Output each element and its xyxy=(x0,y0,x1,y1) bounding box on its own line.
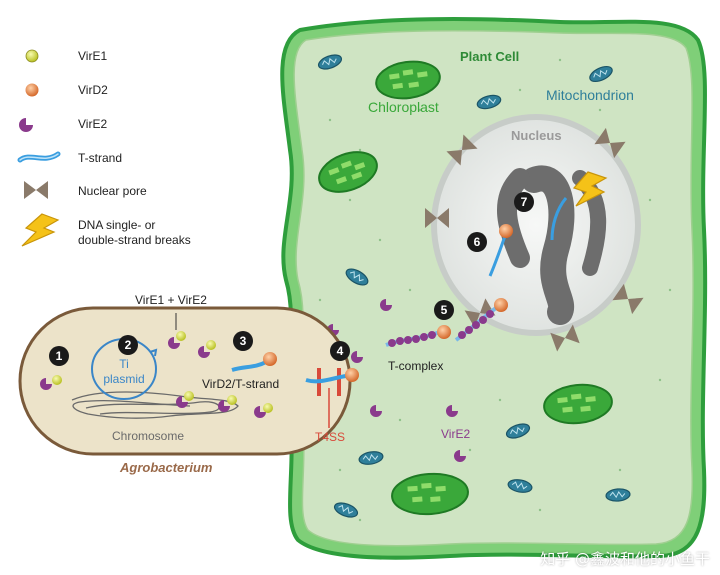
t-complex-label: T-complex xyxy=(388,359,443,373)
lightning-icon xyxy=(572,171,608,207)
legend-label-nuclear-pore: Nuclear pore xyxy=(78,184,147,198)
t-strand-icon-core xyxy=(19,153,59,161)
agrobacterium-label: Agrobacterium xyxy=(119,460,213,475)
chloroplast xyxy=(318,151,378,193)
vire1-vire2-complexes xyxy=(40,313,273,418)
legend-label-dna-breaks-line2: double-strand breaks xyxy=(78,233,191,247)
virE2-icon xyxy=(19,118,33,132)
nuclear-pore-icon xyxy=(24,181,48,199)
t-strand-integrated xyxy=(550,197,568,241)
step-1-label: 1 xyxy=(56,349,63,363)
lightning-icon xyxy=(21,213,60,247)
step-2-label: 2 xyxy=(125,338,132,352)
ti-plasmid-label-line2: plasmid xyxy=(103,372,144,386)
step-badges: 1 2 3 4 5 6 7 xyxy=(49,192,534,366)
virE1-icon xyxy=(25,49,39,63)
chloroplast xyxy=(375,60,441,100)
watermark: 知乎 @鑫波和他的小鱼干 xyxy=(540,550,710,568)
ti-plasmid-label-line1: Ti xyxy=(119,357,129,371)
vire2-cytoplasm-label: VirE2 xyxy=(441,427,470,441)
vird2-t-strand-bacterium xyxy=(231,352,277,372)
chloroplast-label: Chloroplast xyxy=(368,99,439,115)
agrobacterium-cell xyxy=(18,306,352,456)
t4ss-label: T4SS xyxy=(315,430,345,444)
chloroplast xyxy=(391,472,469,516)
vird2-t-strand-transfer xyxy=(305,368,359,384)
step-7-label: 7 xyxy=(521,195,528,209)
step-3-label: 3 xyxy=(240,334,247,348)
legend-label-vird2: VirD2 xyxy=(78,83,108,97)
virD2-icon xyxy=(25,83,39,97)
vird2-t-strand-label: VirD2/T-strand xyxy=(202,377,279,391)
vire1-vire2-label: VirE1 + VirE2 xyxy=(135,293,207,307)
legend-label-vire1: VirE1 xyxy=(78,49,108,63)
mitochondrion-label: Mitochondrion xyxy=(546,87,634,103)
step-4-label: 4 xyxy=(337,344,344,358)
legend-label-dna-breaks-line1: DNA single- or xyxy=(78,218,156,232)
chromosome-label: Chromosome xyxy=(112,429,184,443)
legend-label-t-strand: T-strand xyxy=(78,151,123,165)
nucleus xyxy=(431,114,641,336)
legend xyxy=(17,49,61,247)
step-6-label: 6 xyxy=(474,235,481,249)
nucleus-label: Nucleus xyxy=(511,128,562,143)
t-complex-entering xyxy=(454,298,508,342)
step-5-label: 5 xyxy=(441,303,448,317)
t-complex xyxy=(385,325,451,347)
vire2-cytoplasm xyxy=(327,299,466,462)
nuclear-pores xyxy=(425,127,644,352)
chloroplast xyxy=(543,383,613,425)
legend-label-vire2: VirE2 xyxy=(78,117,108,131)
plant-cell-title: Plant Cell xyxy=(460,49,519,64)
vird2-t-strand-nuclear xyxy=(488,224,513,277)
mitochondria xyxy=(317,54,631,518)
